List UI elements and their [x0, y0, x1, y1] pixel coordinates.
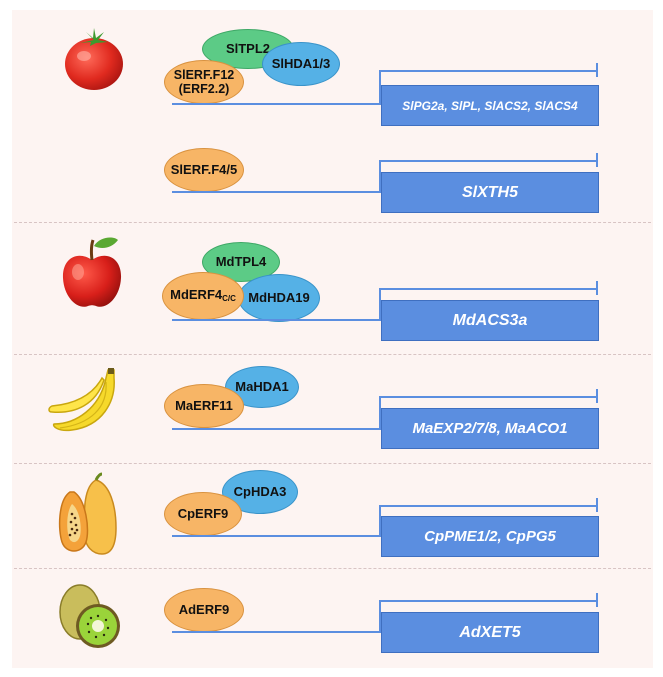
- erf-protein: AdERF9: [164, 588, 244, 632]
- protein-label: MdHDA19: [248, 289, 310, 305]
- erf-protein: MaERF11: [164, 384, 244, 428]
- tss-arrow-head: [596, 498, 598, 512]
- tss-arrow: [379, 70, 381, 104]
- protein-label: SlHDA1/3: [271, 55, 331, 71]
- protein-alias: (ERF2.2): [178, 82, 230, 96]
- target-gene-box: MaEXP2/7/8, MaACO1: [381, 408, 599, 449]
- protein-label: SlERF.F12: [173, 67, 235, 82]
- section-divider: [14, 354, 651, 355]
- banana-icon: [48, 368, 115, 432]
- tss-arrow: [379, 288, 598, 290]
- apple-icon: [62, 237, 122, 307]
- target-gene-box: CpPME1/2, CpPG5: [381, 516, 599, 557]
- promoter-line: [172, 428, 382, 430]
- tss-arrow: [379, 600, 381, 632]
- hda-protein: SlHDA1/3: [262, 42, 340, 86]
- hda-protein: MdHDA19: [238, 274, 320, 322]
- erf-protein: SlERF.F4/5: [164, 148, 244, 192]
- protein-label: SlTPL2: [225, 40, 271, 56]
- promoter-line: [172, 191, 382, 193]
- protein-label: CpERF9: [177, 505, 229, 521]
- tss-arrow-head: [596, 63, 598, 77]
- tss-arrow-head: [596, 281, 598, 295]
- target-genes: MdACS3a: [452, 311, 528, 329]
- promoter-line: [172, 319, 382, 321]
- target-genes: AdXET5: [459, 623, 521, 641]
- promoter-line: [172, 535, 382, 537]
- target-genes: SlXTH5: [461, 183, 518, 201]
- erf-protein: CpERF9: [164, 492, 242, 536]
- section-divider: [14, 222, 651, 223]
- tss-arrow-head: [596, 153, 598, 167]
- tss-arrow: [379, 70, 598, 72]
- section-divider: [14, 463, 651, 464]
- erf-protein: MdERF4C/C: [162, 272, 244, 320]
- tss-arrow-head: [596, 389, 598, 403]
- promoter-line: [172, 631, 382, 633]
- tss-arrow: [379, 160, 598, 162]
- erf-protein: SlERF.F12 (ERF2.2): [164, 60, 244, 104]
- protein-label: CpHDA3: [233, 483, 287, 499]
- target-genes: SlPG2a, SlPL, SlACS2, SlACS4: [402, 98, 578, 113]
- target-gene-box: SlPG2a, SlPL, SlACS2, SlACS4: [381, 85, 599, 126]
- protein-name: MdERF4: [170, 287, 223, 303]
- tss-arrow: [379, 160, 381, 192]
- protein-label: MaERF11: [175, 397, 233, 413]
- protein-label: MdERF4C/C: [170, 287, 236, 304]
- papaya-icon: [58, 472, 117, 555]
- promoter-line: [172, 103, 382, 105]
- target-gene-box: MdACS3a: [381, 300, 599, 341]
- tomato-icon: [65, 28, 123, 90]
- target-genes: MaEXP2/7/8, MaACO1: [412, 420, 568, 437]
- tss-arrow: [379, 505, 381, 536]
- target-gene-box: SlXTH5: [381, 172, 599, 213]
- target-genes: CpPME1/2, CpPG5: [424, 528, 556, 545]
- target-gene-box: AdXET5: [381, 612, 599, 653]
- tss-arrow: [379, 288, 381, 320]
- tss-arrow: [379, 396, 598, 398]
- tss-arrow: [379, 396, 381, 429]
- protein-label: MaHDA1: [235, 378, 289, 394]
- tss-arrow: [379, 505, 598, 507]
- protein-label: AdERF9: [178, 601, 230, 617]
- section-divider: [14, 568, 651, 569]
- protein-label: MdTPL4: [215, 253, 267, 269]
- tss-arrow-head: [596, 593, 598, 607]
- protein-subscript: C/C: [222, 294, 236, 304]
- protein-label: SlERF.F4/5: [170, 161, 238, 177]
- kiwi-icon: [59, 584, 120, 648]
- tss-arrow: [379, 600, 598, 602]
